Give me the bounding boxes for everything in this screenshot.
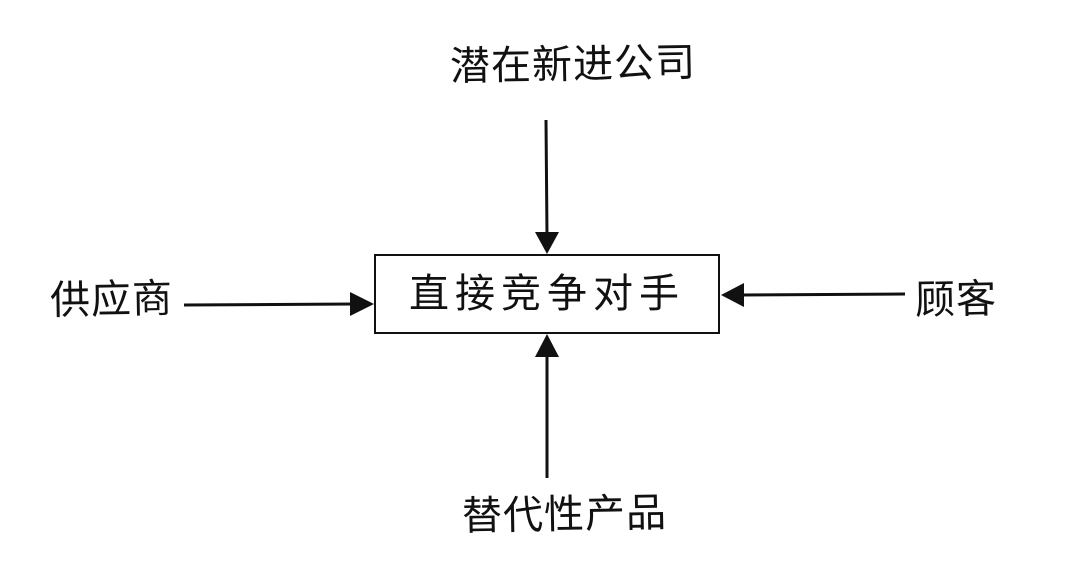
center-label: 直接竞争对手 [409,271,685,317]
top-label: 潜在新进公司 [449,39,697,91]
center-box: 直接竞争对手 [374,254,720,334]
arrow-right-head [721,283,744,307]
left-label: 供应商 [49,275,174,325]
right-label: 顾客 [914,276,998,324]
arrow-bottom-head [535,334,559,357]
arrow-left-head [350,292,374,316]
arrow-right-line [739,292,906,297]
arrow-left-line [183,302,355,307]
arrow-top-head [535,232,559,254]
bottom-label: 替代性产品 [461,490,668,540]
arrow-top-line [544,119,549,237]
